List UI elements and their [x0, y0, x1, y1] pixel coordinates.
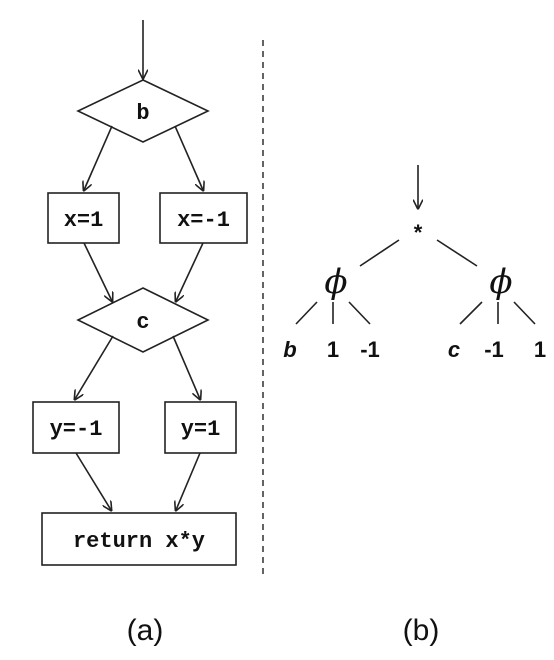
edge-root-to-right-phi: [436, 239, 478, 267]
box-return-label: return x*y: [73, 529, 205, 554]
box-y-eq-1-rect: [164, 401, 237, 454]
box-y-eq-neg1-label: y=-1: [50, 417, 103, 442]
edge-right-phi-to-c: [459, 301, 483, 325]
decision-c: c: [76, 287, 210, 353]
edge-b-to-xneg1: [174, 125, 203, 190]
leaf-c: c: [448, 337, 460, 362]
caption-a: (a): [127, 614, 164, 647]
right-phi-node: ϕ: [489, 262, 512, 302]
edge-xneg1-to-c: [176, 242, 204, 301]
decision-c-label: c: [136, 310, 149, 335]
edge-c-to-yneg1: [75, 335, 114, 399]
leaf-left-1: 1: [327, 337, 339, 362]
decision-c-diamond: [76, 287, 210, 353]
leaf-right-neg1: -1: [484, 337, 504, 362]
box-x-eq-1: x=1: [47, 192, 120, 244]
box-y-eq-1-label: y=1: [181, 417, 221, 442]
decision-b: b: [76, 79, 210, 143]
edge-x1-to-c: [83, 242, 112, 301]
decision-b-label: b: [136, 101, 149, 126]
edge-yneg1-to-return: [75, 452, 111, 510]
edge-left-phi-to-neg1: [348, 301, 371, 325]
leaf-b: b: [283, 337, 296, 362]
edge-y1-to-return: [176, 452, 201, 510]
box-return-rect: [41, 512, 237, 566]
box-x-eq-neg1: x=-1: [159, 192, 248, 244]
edge-right-phi-to-1: [513, 301, 536, 325]
box-x-eq-neg1-rect: [159, 192, 248, 244]
box-x-eq-1-rect: [47, 192, 120, 244]
box-y-eq-neg1-rect: [32, 401, 120, 454]
leaf-right-1: 1: [534, 337, 546, 362]
box-return: return x*y: [41, 512, 237, 566]
edge-left-phi-to-b: [295, 301, 318, 325]
root-multiply-node: *: [414, 220, 423, 245]
panel-b-expression-tree: * ϕ ϕ b 1 -1 c -1 1 (b): [283, 165, 546, 647]
box-x-eq-1-label: x=1: [64, 208, 104, 233]
caption-b: (b): [403, 614, 440, 647]
box-x-eq-neg1-label: x=-1: [177, 208, 230, 233]
edge-root-to-left-phi: [359, 239, 400, 267]
edge-b-to-x1: [84, 125, 113, 190]
box-y-eq-1: y=1: [164, 401, 237, 454]
edge-c-to-y1: [172, 335, 200, 399]
box-y-eq-neg1: y=-1: [32, 401, 120, 454]
left-phi-node: ϕ: [324, 262, 347, 302]
panel-a-control-flow-graph: b x=1 x=-1 c: [32, 20, 248, 647]
leaf-left-neg1: -1: [360, 337, 380, 362]
